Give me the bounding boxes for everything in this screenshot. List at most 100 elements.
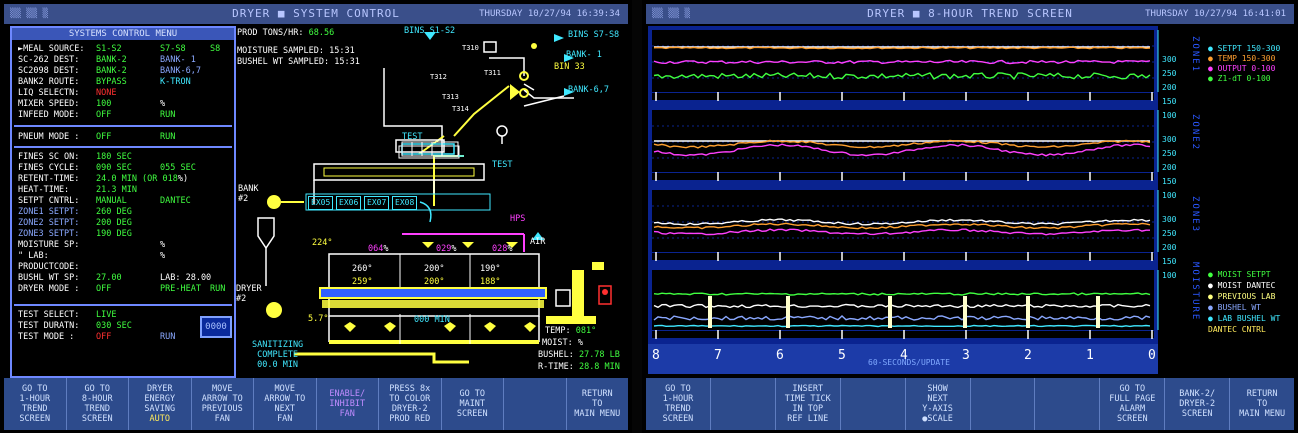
menu-row-value[interactable]: OFF (96, 110, 112, 120)
menu-row[interactable]: HEAT-TIME: 21.3 MIN (18, 185, 160, 196)
y-tick-label: 200 (1162, 163, 1177, 172)
moisture-legend-item: ● MOIST SETPT (1208, 270, 1271, 279)
left-softkey-7[interactable]: PRESS 8x TO COLOR DRYER-2 PROD RED (379, 378, 442, 430)
right-softkey-3[interactable]: INSERT TIME TICK IN TOP REF LINE (776, 378, 841, 430)
menu-row-value[interactable]: 180 SEC (96, 152, 132, 162)
menu-row-value[interactable]: 27.00 (96, 273, 122, 283)
menu-row-value[interactable]: S8 (210, 44, 221, 54)
legend-text: LAB BUSHEL WT (1217, 314, 1281, 323)
dryer2-fan (266, 302, 282, 318)
inlet-temp: 224° (312, 238, 333, 248)
x-tick-label: 0 (1148, 348, 1156, 363)
left-title-bar: ▒▒ ▒▒ ▒ DRYER ■ SYSTEM CONTROL THURSDAY … (4, 4, 628, 24)
menu-row-value[interactable]: 200 DEG (96, 218, 132, 228)
left-softkey-8[interactable]: GO TO MAINT SCREEN (442, 378, 504, 430)
menu-row-value[interactable]: K-TRON (160, 77, 191, 87)
right-softkey-2[interactable] (711, 378, 776, 430)
menu-row-value[interactable]: MANUAL (96, 196, 127, 206)
menu-row-value[interactable]: LAB: 28.00 (160, 273, 212, 283)
menu-row[interactable]: TEST DURATN:030 SEC (18, 321, 160, 332)
menu-row-value[interactable]: 055 SEC (160, 163, 196, 173)
menu-row-value[interactable]: NONE (96, 88, 117, 98)
menu-row-value[interactable]: 190 DEG (96, 229, 132, 239)
menu-row-value[interactable]: DANTEC (160, 196, 191, 206)
left-softkey-1[interactable]: GO TO 1-HOUR TREND SCREEN (4, 378, 67, 430)
right-softkey-9[interactable]: BANK-2/ DRYER-2 SCREEN (1165, 378, 1231, 430)
fan-button-ex07[interactable]: EX07 (364, 196, 390, 210)
menu-row-value[interactable]: S7-S8 (160, 44, 186, 54)
menu-row-label: HEAT-TIME: (18, 185, 70, 195)
right-softkey-8[interactable]: GO TO FULL PAGE ALARM SCREEN (1100, 378, 1166, 430)
prod-tons-value: 68.56 (308, 28, 335, 38)
menu-row-value[interactable]: 090 SEC (96, 163, 132, 173)
left-softkey-2[interactable]: GO TO 8-HOUR TREND SCREEN (67, 378, 129, 430)
menu-row-value[interactable]: LIVE (96, 310, 117, 320)
menu-row-value[interactable]: BANK- 1 (160, 55, 196, 65)
right-softkey-10[interactable]: RETURN TO MAIN MENU (1230, 378, 1294, 430)
right-softkey-1[interactable]: GO TO 1-HOUR TREND SCREEN (646, 378, 711, 430)
menu-row-value[interactable]: OFF (96, 284, 112, 294)
menu-row[interactable]: ZONE3 SETPT:190 DEG (18, 229, 160, 240)
menu-row-value[interactable]: PRE-HEAT (160, 284, 201, 294)
test-counter[interactable]: 0000 (200, 316, 232, 338)
sanitizing-status: SANITIZING COMPLETE 00.0 MIN (252, 340, 304, 370)
menu-row-value[interactable]: S1-S2 (96, 44, 122, 54)
left-softkey-5[interactable]: MOVE ARROW TO NEXT FAN (254, 378, 317, 430)
menu-row-value[interactable]: RUN (160, 332, 176, 342)
menu-row-value[interactable]: RUN (210, 284, 226, 294)
right-softkey-6[interactable] (971, 378, 1036, 430)
menu-row[interactable]: MIXER SPEED:100% (18, 99, 165, 110)
menu-row-value[interactable]: RUN (160, 132, 176, 142)
fan-button-ex08[interactable]: EX08 (392, 196, 418, 210)
menu-row-value[interactable]: OFF (96, 132, 112, 142)
menu-row[interactable]: ZONE1 SETPT:260 DEG (18, 207, 160, 218)
menu-row-value[interactable]: OFF (96, 332, 112, 342)
fan-button-ex06[interactable]: EX06 (336, 196, 362, 210)
right-softkey-7[interactable] (1035, 378, 1101, 430)
menu-row-value[interactable]: BANK-2 (96, 66, 127, 76)
legend-text: MOIST SETPT (1217, 270, 1271, 279)
moisture-legend-item: ● BUSHEL WT (1208, 303, 1261, 312)
right-softkey-5[interactable]: SHOW NEXT Y-AXIS ●SCALE (906, 378, 971, 430)
left-softkey-10[interactable]: RETURN TO MAIN MENU (567, 378, 629, 430)
menu-row-value[interactable]: 030 SEC (96, 321, 132, 331)
softkey-label: GO TO 1-HOUR TREND SCREEN (662, 384, 694, 424)
menu-row-value[interactable]: 24.0 MIN (OR 018 (96, 174, 178, 184)
right-softkey-4[interactable] (841, 378, 906, 430)
menu-row-value[interactable]: 260 DEG (96, 207, 132, 217)
fan-button-ex05[interactable]: EX05 (308, 196, 334, 210)
menu-row-value[interactable]: BANK-2 (96, 55, 127, 65)
left-softkey-9[interactable] (504, 378, 567, 430)
left-softkey-4[interactable]: MOVE ARROW TO PREVIOUS FAN (192, 378, 254, 430)
menu-row[interactable]: LIQ SELECTN:NONE (18, 88, 160, 99)
diverter-b (519, 88, 529, 98)
left-softkey-6[interactable]: ENABLE/ INHIBIT FAN (317, 378, 379, 430)
menu-row-value[interactable]: RUN (160, 110, 176, 120)
product-moisture: MOIST: % (542, 338, 583, 348)
menu-row[interactable]: ZONE2 SETPT:200 DEG (18, 218, 160, 229)
menu-row[interactable]: PRODUCTCODE: (18, 262, 160, 273)
menu-row[interactable]: MOISTURE SP:% (18, 240, 165, 251)
softkey-label: GO TO FULL PAGE ALARM SCREEN (1109, 384, 1156, 424)
menu-row[interactable]: RETENT-TIME:24.0 MIN (OR 018%) (18, 174, 188, 185)
menu-row[interactable]: " LAB:% (18, 251, 165, 262)
menu-row-value[interactable]: 21.3 MIN (96, 185, 137, 195)
menu-row-value[interactable]: BYPASS (96, 77, 127, 87)
menu-row[interactable]: FINES SC ON:180 SEC (18, 152, 160, 163)
test-label-1: TEST (402, 132, 423, 142)
menu-row-value[interactable]: 100 (96, 99, 112, 109)
menu-row-value[interactable]: BANK-6,7 (160, 66, 201, 76)
menu-row[interactable]: TEST SELECT:LIVE (18, 310, 160, 321)
